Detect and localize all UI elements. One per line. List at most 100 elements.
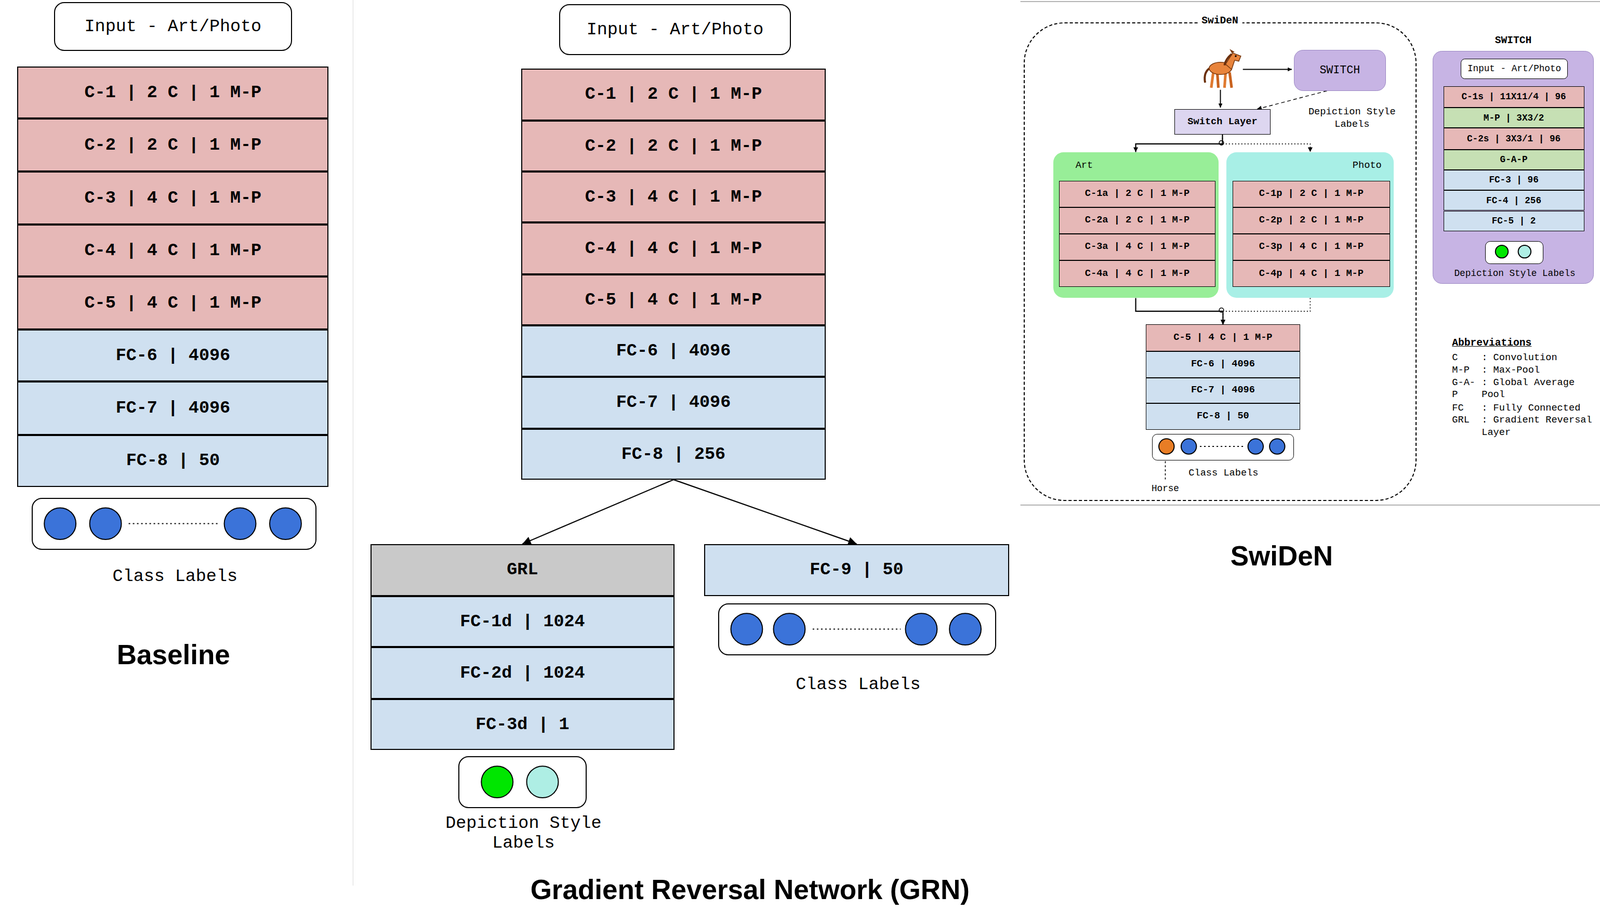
output-labels: Depiction Style Labels [458,756,587,809]
abbrev-key: FC [1451,402,1481,415]
fc-layer: FC-4 | 256 [1443,190,1585,211]
block-label: C-5 | 4 C | 1 M-P [585,289,762,310]
horse-icon [1204,48,1241,88]
horse-leg [1229,72,1232,88]
block-label: FC-7 | 4096 [115,398,231,418]
heading-label: Art [1075,160,1094,171]
fc-layer: FC-7 | 4096 [1145,377,1301,404]
label-circle [905,613,938,645]
abbrev-value: : Gradient Reversal Layer [1481,414,1596,439]
fc-layer: FC-8 | 256 [521,428,826,480]
panel-title: Baseline [20,637,327,672]
conv-block: C-4 | 4 C | 1 M-P [521,222,826,275]
label-circle [223,507,256,540]
heading-label: Depiction Style Labels [1427,268,1600,279]
block-label: C-2 | 2 C | 1 M-P [84,135,262,155]
label-circle [1181,438,1197,454]
output-labels: Class Labels [1152,433,1294,461]
heading-label: Class Labels [62,566,288,587]
label-circle [481,765,513,798]
conv-block: C-1 | 2 C | 1 M-P [17,66,329,119]
panel-title: Gradient Reversal Network (GRN) [392,872,1108,907]
label-circle [44,507,76,540]
label-circles [459,757,586,808]
pool-layer: M-P | 3X3/2 [1443,107,1585,128]
block-label: FC-5 | 2 [1491,215,1537,227]
input-box: Input - Art/Photo [559,4,791,56]
frame-line [1020,1,1600,3]
conv-block: C-5 | 4 C | 1 M-P [1145,324,1301,351]
block-label: Input - Art/Photo [586,19,764,40]
heading-label: Photo [1352,160,1382,171]
block-label: C-3a | 4 C | 1 M-P [1085,241,1190,253]
abbrev-key: GRL [1451,414,1481,427]
block-label: SWITCH [1319,63,1360,77]
conv-block: C-3 | 4 C | 1 M-P [521,171,826,223]
art-branch: C-1a | 2 C | 1 M-PC-2a | 2 C | 1 M-PC-3a… [1053,152,1219,299]
block-label: GRL [506,559,538,580]
fc-layer: FC-2d | 1024 [370,646,675,699]
conv-block: C-5 | 4 C | 1 M-P [521,274,826,326]
connector-arrow [1135,297,1224,325]
block-label: FC-8 | 50 [126,450,220,471]
fc-layer: FC-5 | 2 [1443,210,1585,232]
connector-arrow [673,479,857,545]
abbrev-value: : Convolution [1481,351,1596,364]
conv-block: C-3a | 4 C | 1 M-P [1059,233,1215,261]
block-label: Switch Layer [1187,116,1258,128]
conv-block: C-3p | 4 C | 1 M-P [1232,233,1390,261]
conv-block: C-1a | 2 C | 1 M-P [1059,180,1215,208]
block-label: C-2s | 3X3/1 | 96 [1466,133,1561,144]
photo-branch: C-1p | 2 C | 1 M-PC-2p | 2 C | 1 M-PC-3p… [1226,152,1394,299]
horse-head [1225,53,1241,70]
frame-line [1020,504,1600,506]
label-circles [719,604,995,655]
block-label: FC-8 | 256 [621,444,726,465]
block-label: C-2 | 2 C | 1 M-P [585,136,762,156]
block-label: C-4p | 4 C | 1 M-P [1259,268,1364,280]
label-circle [949,613,982,645]
block-label: FC-8 | 50 [1196,410,1250,422]
edge-label: Depiction Style Labels [1301,106,1404,131]
block-label: C-3 | 4 C | 1 M-P [585,187,762,207]
block-label: FC-7 | 4096 [616,392,731,413]
conv-block: C-2s | 3X3/1 | 96 [1443,127,1585,150]
output-labels: Class Labels [718,603,996,656]
block-label: C-5 | 4 C | 1 M-P [1173,332,1273,343]
connector-arrow [1222,134,1311,152]
block-label: FC-3 | 96 [1488,174,1539,185]
horse-mane [1224,54,1232,66]
fc-layer: FC-6 | 4096 [521,325,826,377]
input-arrow [1220,89,1222,108]
block-label: FC-4 | 256 [1486,195,1542,206]
fc-layer: FC-6 | 4096 [1145,351,1301,378]
ellipsis-dots [1199,445,1245,447]
label-circle [1495,245,1509,258]
block-label: C-4 | 4 C | 1 M-P [585,238,762,259]
ellipsis-dots [812,628,901,630]
block-label: FC-6 | 4096 [616,340,731,361]
block-label: C-5 | 4 C | 1 M-P [84,293,262,313]
label-circle [526,765,559,798]
connector-arrow [1222,297,1311,325]
horse-leg [1224,73,1226,88]
label-circle [269,507,302,540]
heading-label: Depiction Style Labels [421,813,626,854]
block-label: C-4a | 4 C | 1 M-P [1085,268,1190,280]
block-label: C-3 | 4 C | 1 M-P [84,188,262,208]
label-circle [1248,438,1264,454]
abbrev-key: G-A-P [1451,376,1481,402]
pool-layer: G-A-P [1443,149,1585,170]
abbrev-key: C [1451,351,1481,364]
label-circle [1158,438,1174,454]
block-label: C-1 | 2 C | 1 M-P [84,82,262,103]
input-arrow [1243,69,1292,71]
conv-block: C-1 | 2 C | 1 M-P [521,68,826,121]
fc-layer: FC-7 | 4096 [521,376,826,429]
abbrev-value: : Fully Connected [1481,402,1596,415]
abbrev-value: : Max-Pool [1481,364,1596,377]
switch-layer: Switch Layer [1174,109,1271,135]
horse-leg [1211,72,1214,88]
conv-block: C-4p | 4 C | 1 M-P [1232,260,1390,287]
label-circle [773,613,806,645]
